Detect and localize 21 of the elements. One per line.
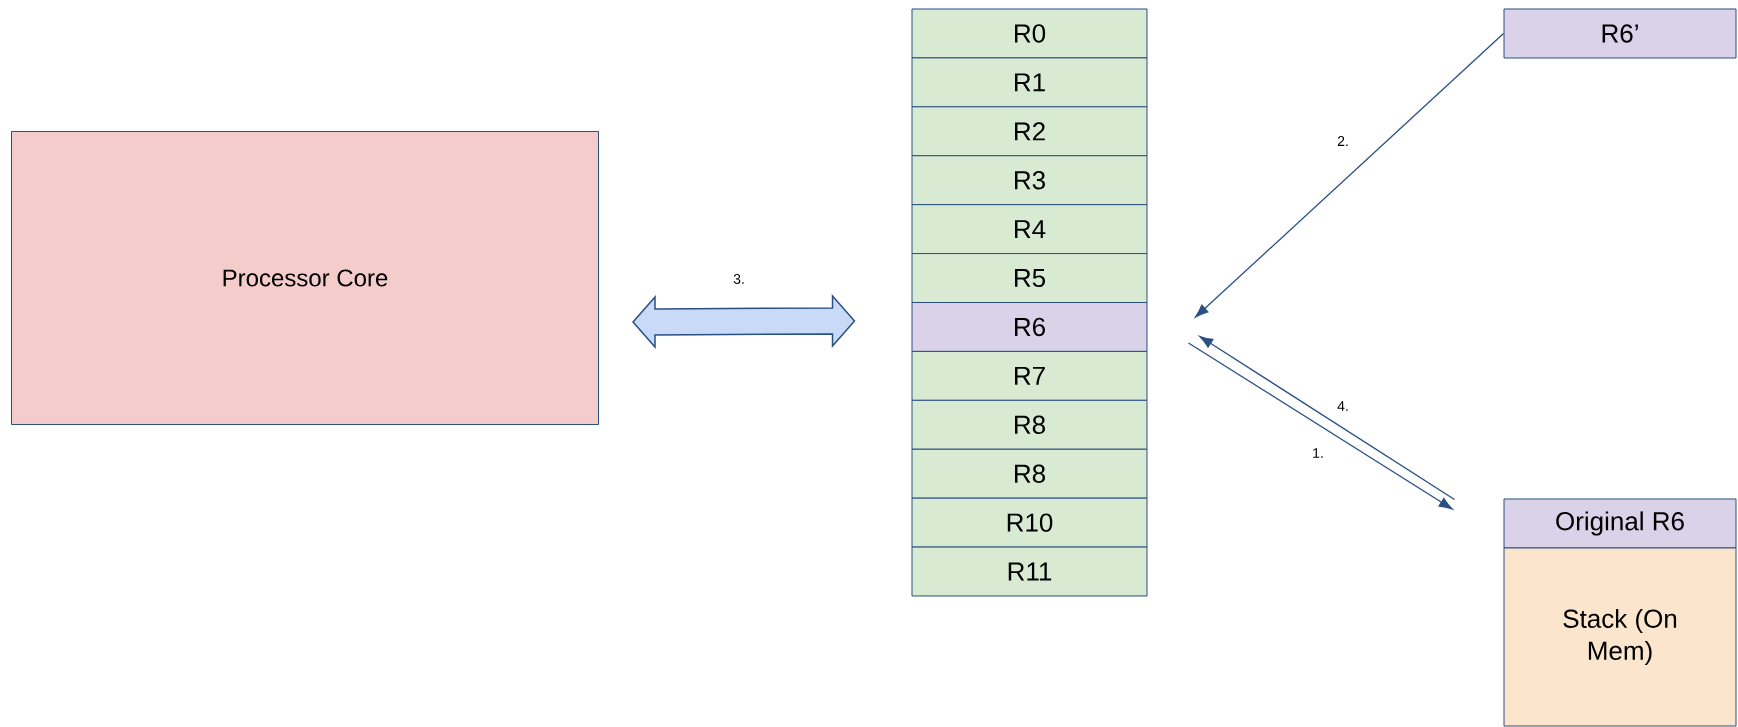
register-cell: R3 [911,155,1148,206]
register-cell: R7 [911,350,1148,401]
register-cell: R6 [911,302,1148,352]
register-cell: R2 [911,106,1148,157]
register-cell: R10 [911,497,1148,548]
register-cell: R4 [911,204,1148,255]
register-cell: R8 [911,399,1148,450]
edge-label: 3. [733,274,744,284]
register-cell: R11 [911,546,1148,597]
arrow [1195,32,1505,318]
register-cell: R6’ [1503,8,1737,59]
register-cell: R0 [911,8,1148,59]
register-cell: R8 [911,448,1148,499]
register-cell: Original R6 [1503,498,1737,549]
edge-label: 4. [1337,401,1348,411]
register-cell: R5 [911,253,1148,303]
stack-box: Stack (On Mem) [1503,547,1737,727]
register-cell: R1 [911,57,1148,108]
edge-label: 1. [1313,448,1323,458]
processor-box: Processor Core [11,131,599,425]
edge-label: 2. [1337,136,1348,146]
